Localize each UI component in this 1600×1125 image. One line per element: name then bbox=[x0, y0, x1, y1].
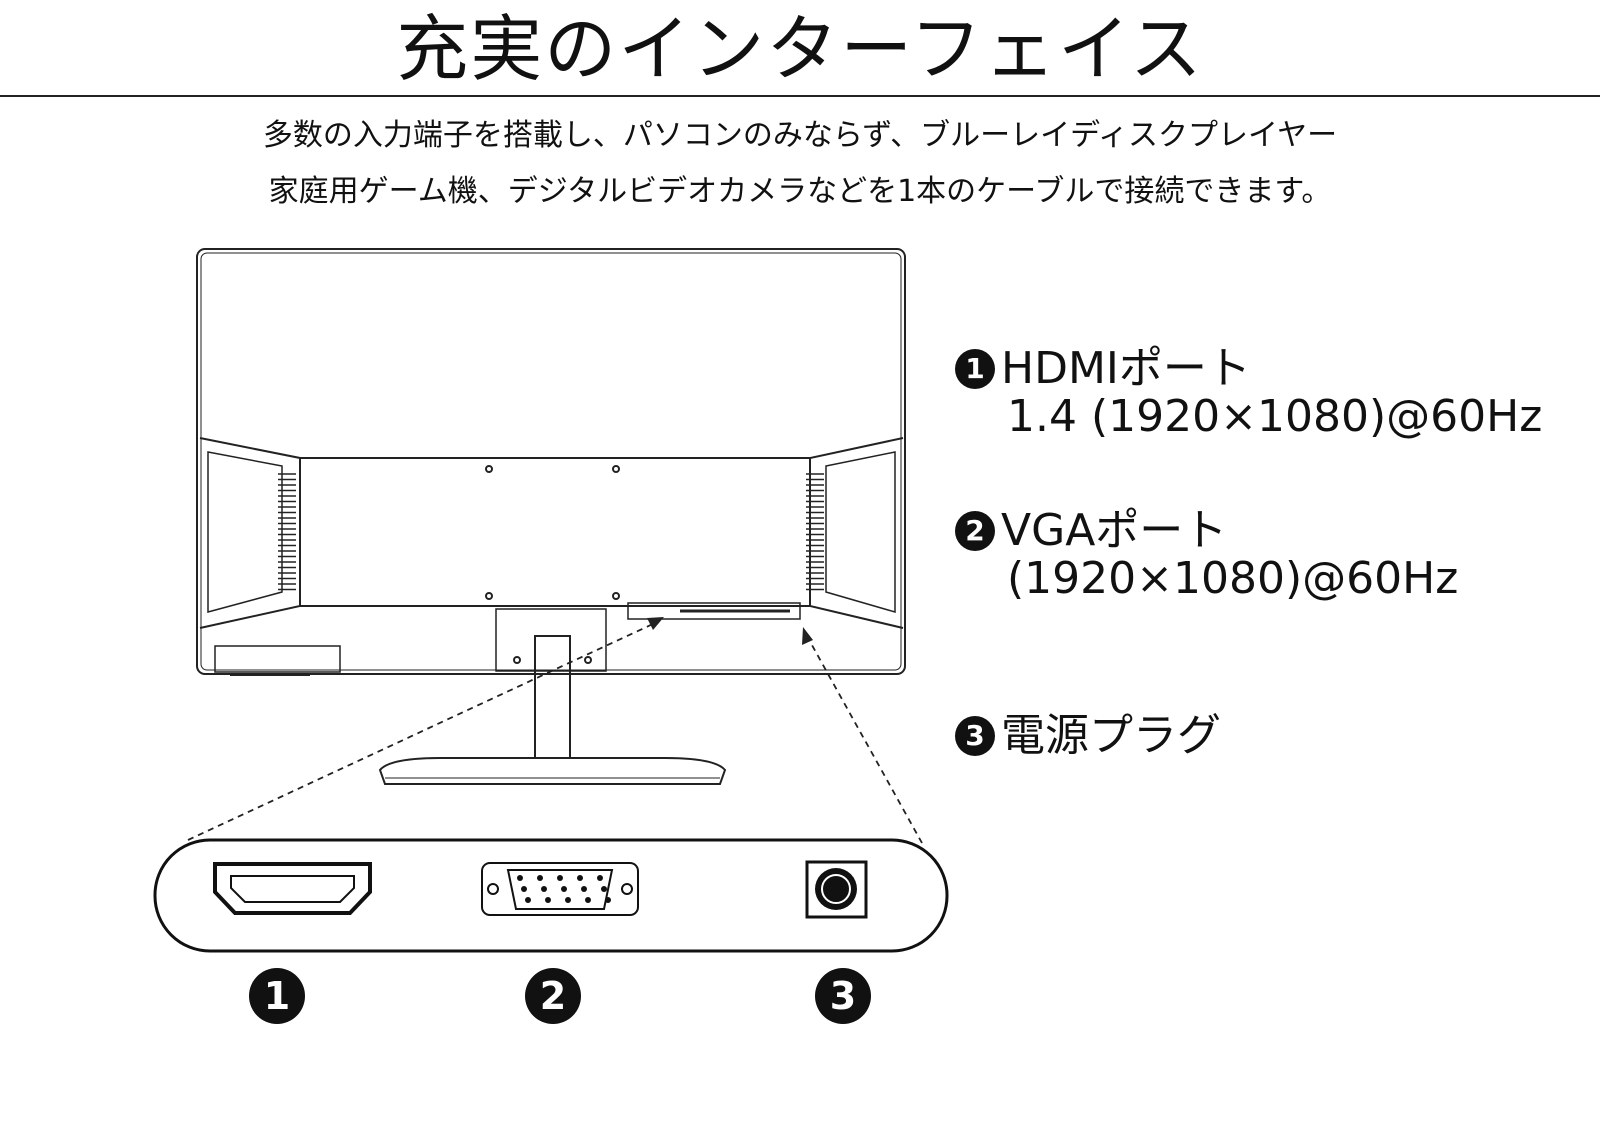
spec-detail: (1920×1080)@60Hz bbox=[1007, 553, 1459, 604]
vga-pin bbox=[537, 875, 543, 881]
title-divider bbox=[0, 95, 1600, 97]
ports-panel bbox=[153, 838, 949, 953]
spec-name: HDMIポート bbox=[1001, 343, 1251, 394]
port-badge-1: 1 bbox=[249, 968, 305, 1024]
arrow-head-left bbox=[647, 617, 664, 630]
vga-pin bbox=[561, 886, 567, 892]
spec-name: VGAポート bbox=[1001, 505, 1228, 556]
vga-pin bbox=[541, 886, 547, 892]
description-line-2: 家庭用ゲーム機、デジタルビデオカメラなどを1本のケーブルで接続できます。 bbox=[268, 174, 1332, 209]
description-line-1: 多数の入力端子を搭載し、パソコンのみならず、ブルーレイディスクプレイヤー bbox=[262, 118, 1338, 153]
spec-name: 電源プラグ bbox=[1001, 710, 1221, 761]
vga-pin bbox=[545, 897, 551, 903]
vga-pin bbox=[601, 886, 607, 892]
spec-detail: 1.4 (1920×1080)@60Hz bbox=[1007, 391, 1543, 442]
power-jack-icon bbox=[805, 860, 868, 919]
vga-pin bbox=[557, 875, 563, 881]
spec-number-badge: 2 bbox=[955, 511, 995, 551]
vent-slots bbox=[278, 473, 824, 591]
arrow-head-right bbox=[802, 627, 813, 645]
vga-pin bbox=[605, 897, 611, 903]
vga-pin bbox=[585, 897, 591, 903]
spec-number-badge: 1 bbox=[955, 349, 995, 389]
vga-pin bbox=[517, 875, 523, 881]
hdmi-port-icon bbox=[213, 862, 372, 915]
vga-pin bbox=[597, 875, 603, 881]
vga-pin bbox=[565, 897, 571, 903]
vga-pin bbox=[577, 875, 583, 881]
port-badge-3: 3 bbox=[815, 968, 871, 1024]
vga-pin bbox=[581, 886, 587, 892]
port-badge-2: 2 bbox=[525, 968, 581, 1024]
spec-number-badge: 3 bbox=[955, 716, 995, 756]
vga-pin bbox=[521, 886, 527, 892]
page-title: 充実のインターフェイス bbox=[396, 7, 1204, 91]
vga-port-icon bbox=[481, 862, 639, 916]
vga-pin bbox=[525, 897, 531, 903]
callout-arrows bbox=[187, 622, 923, 844]
monitor-rear-view-illustration bbox=[196, 248, 906, 785]
